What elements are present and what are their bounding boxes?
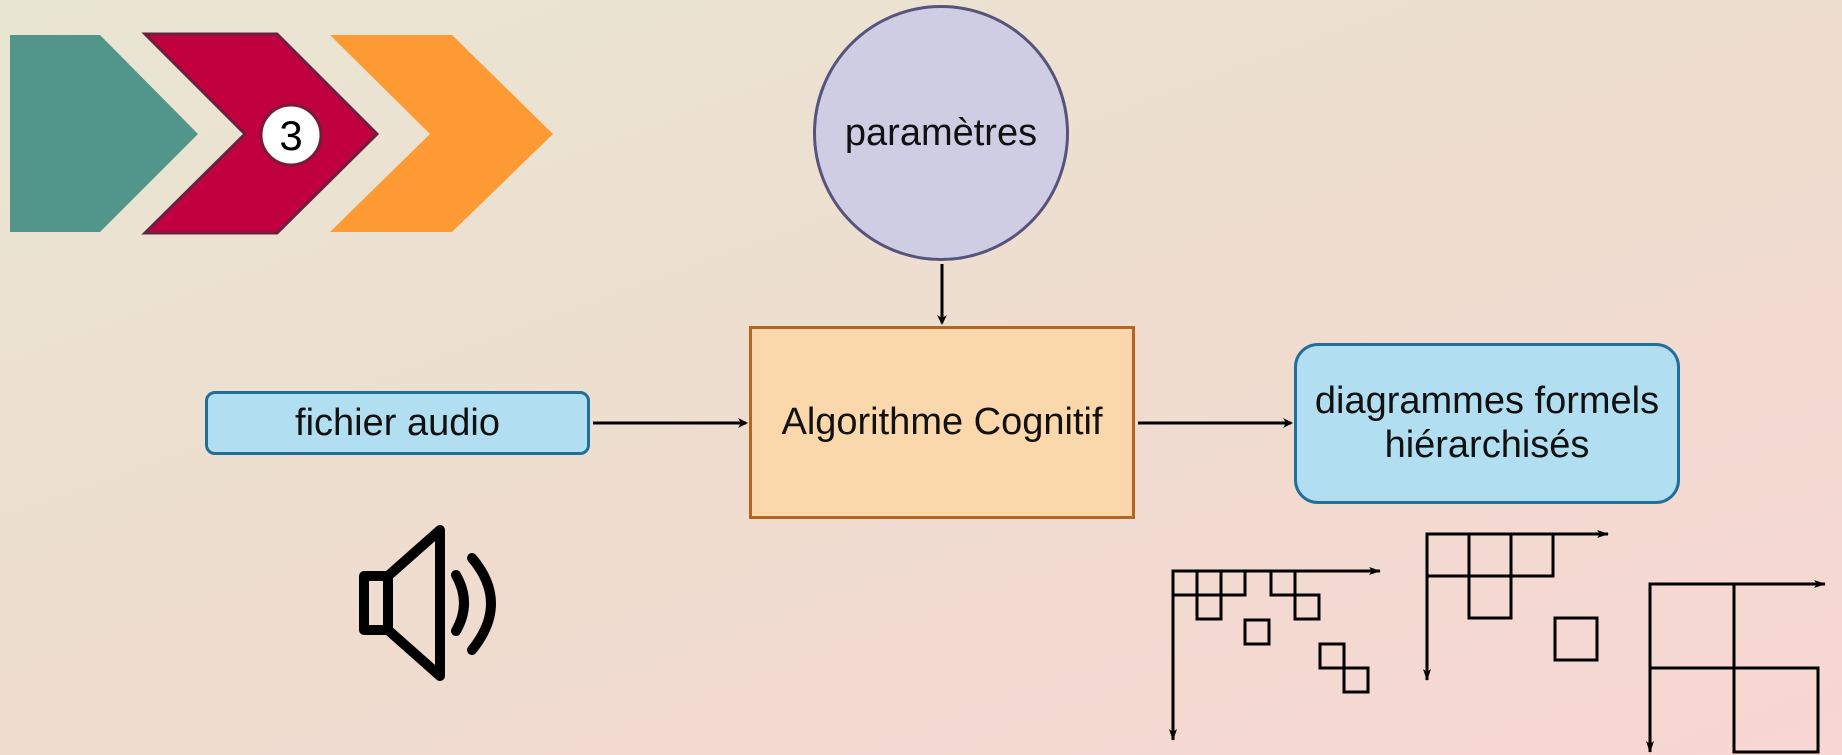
step-badge-number: 3 (279, 112, 302, 159)
parameters-label: paramètres (844, 111, 1038, 154)
algorithm-node: Algorithme Cognitif (749, 326, 1135, 519)
chevron-teal-icon (10, 35, 198, 232)
audio-file-label: fichier audio (295, 401, 500, 444)
diagrams-node: diagrammes formels hiérarchisés (1294, 343, 1680, 504)
hierarchical-diagram-icon-large (1646, 580, 1826, 754)
step-badge-circle (259, 103, 323, 167)
parameters-node: paramètres (813, 5, 1069, 261)
diagrams-label-line1: diagrammes formels (1314, 379, 1660, 422)
audio-file-node: fichier audio (205, 391, 590, 455)
chevron-orange-icon (330, 35, 553, 232)
process-chevrons: 3 (10, 32, 553, 235)
algorithm-label: Algorithme Cognitif (781, 401, 1103, 443)
speaker-icon (359, 525, 496, 681)
hierarchical-diagram-icon-small (1169, 567, 1381, 741)
hierarchical-diagram-icon-medium (1423, 530, 1609, 681)
diagrams-label-line2: hiérarchisés (1384, 423, 1590, 466)
